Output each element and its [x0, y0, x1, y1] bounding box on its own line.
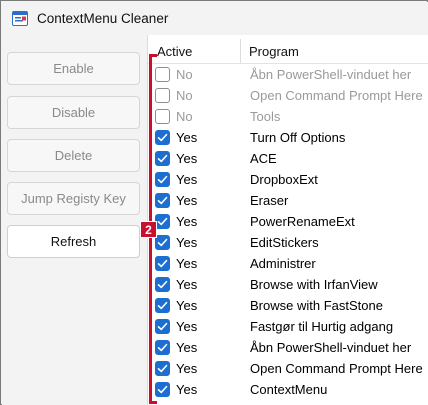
checkbox-checked[interactable]: [155, 256, 170, 271]
program-name: Administrer: [250, 256, 316, 271]
refresh-button[interactable]: Refresh: [7, 225, 140, 258]
table-row[interactable]: Yes Turn Off Options: [148, 127, 428, 148]
program-name: Turn Off Options: [250, 130, 346, 145]
program-name: ACE: [250, 151, 277, 166]
program-name: ContextMenu: [250, 382, 328, 397]
program-name: Fastgør til Hurtig adgang: [250, 319, 394, 334]
program-name: DropboxExt: [250, 172, 318, 187]
title-bar: ContextMenu Cleaner: [2, 2, 428, 35]
disable-button[interactable]: Disable: [7, 96, 140, 129]
table-row[interactable]: Yes Administrer: [148, 253, 428, 274]
table-header: Active Program: [148, 35, 428, 64]
window-title: ContextMenu Cleaner: [37, 11, 169, 26]
program-name: Open Command Prompt Here: [250, 88, 423, 103]
table-row[interactable]: Yes PowerRenameExt: [148, 211, 428, 232]
annotation-bracket-top: [149, 54, 157, 57]
active-status: Yes: [176, 361, 198, 376]
active-status: Yes: [176, 319, 198, 334]
column-header-program[interactable]: Program: [249, 44, 299, 59]
checkbox-checked[interactable]: [155, 214, 170, 229]
active-status: No: [176, 67, 193, 82]
annotation-bracket-bottom: [149, 401, 157, 404]
delete-button[interactable]: Delete: [7, 139, 140, 172]
program-name: Browse with IrfanView: [250, 277, 378, 292]
active-status: Yes: [176, 277, 198, 292]
program-name: Eraser: [250, 193, 289, 208]
annotation-badge: 2: [140, 221, 157, 238]
checkbox-checked[interactable]: [155, 382, 170, 397]
active-status: Yes: [176, 256, 198, 271]
jump-registry-key-button[interactable]: Jump Registy Key: [7, 182, 140, 215]
active-status: Yes: [176, 193, 198, 208]
active-status: Yes: [176, 235, 198, 250]
table-row[interactable]: Yes DropboxExt: [148, 169, 428, 190]
table-row[interactable]: Yes ContextMenu: [148, 379, 428, 400]
active-status: No: [176, 109, 193, 124]
table-row[interactable]: Yes Browse with IrfanView: [148, 274, 428, 295]
checkbox-checked[interactable]: [155, 361, 170, 376]
table-row[interactable]: Yes ACE: [148, 148, 428, 169]
table-row[interactable]: Yes Åbn PowerShell-vinduet her: [148, 337, 428, 358]
active-status: Yes: [176, 214, 198, 229]
program-name: Open Command Prompt Here: [250, 361, 423, 376]
checkbox-checked[interactable]: [155, 277, 170, 292]
table-row[interactable]: Yes Eraser: [148, 190, 428, 211]
table-row[interactable]: No Open Command Prompt Here: [148, 85, 428, 106]
active-status: Yes: [176, 340, 198, 355]
checkbox-checked[interactable]: [155, 151, 170, 166]
checkbox-unchecked[interactable]: [155, 109, 170, 124]
table-row[interactable]: Yes Open Command Prompt Here: [148, 358, 428, 379]
app-window-icon: [12, 11, 28, 26]
checkbox-checked[interactable]: [155, 298, 170, 313]
checkbox-checked[interactable]: [155, 172, 170, 187]
table-row[interactable]: Yes EditStickers: [148, 232, 428, 253]
checkbox-checked[interactable]: [155, 235, 170, 250]
active-status: Yes: [176, 172, 198, 187]
column-divider[interactable]: [240, 39, 241, 63]
program-name: Åbn PowerShell-vinduet her: [250, 340, 412, 355]
active-status: Yes: [176, 382, 198, 397]
active-status: No: [176, 88, 193, 103]
checkbox-checked[interactable]: [155, 130, 170, 145]
table-row[interactable]: No Åbn PowerShell-vinduet her: [148, 64, 428, 85]
enable-button[interactable]: Enable: [7, 52, 140, 85]
program-name: Browse with FastStone: [250, 298, 383, 313]
checkbox-checked[interactable]: [155, 340, 170, 355]
active-status: Yes: [176, 151, 198, 166]
checkbox-checked[interactable]: [155, 319, 170, 334]
column-header-active[interactable]: Active: [157, 44, 193, 59]
table-row[interactable]: Yes Fastgør til Hurtig adgang: [148, 316, 428, 337]
checkbox-checked[interactable]: [155, 193, 170, 208]
table-row[interactable]: No Tools: [148, 106, 428, 127]
table-row[interactable]: Yes Browse with FastStone: [148, 295, 428, 316]
program-name: PowerRenameExt: [250, 214, 355, 229]
checkbox-unchecked[interactable]: [155, 67, 170, 82]
checkbox-unchecked[interactable]: [155, 88, 170, 103]
program-name: Tools: [250, 109, 281, 124]
active-status: Yes: [176, 298, 198, 313]
active-status: Yes: [176, 130, 198, 145]
program-name: Åbn PowerShell-vinduet her: [250, 67, 412, 82]
program-name: EditStickers: [250, 235, 319, 250]
action-panel: Enable Disable Delete Jump Registy Key R…: [2, 35, 147, 405]
